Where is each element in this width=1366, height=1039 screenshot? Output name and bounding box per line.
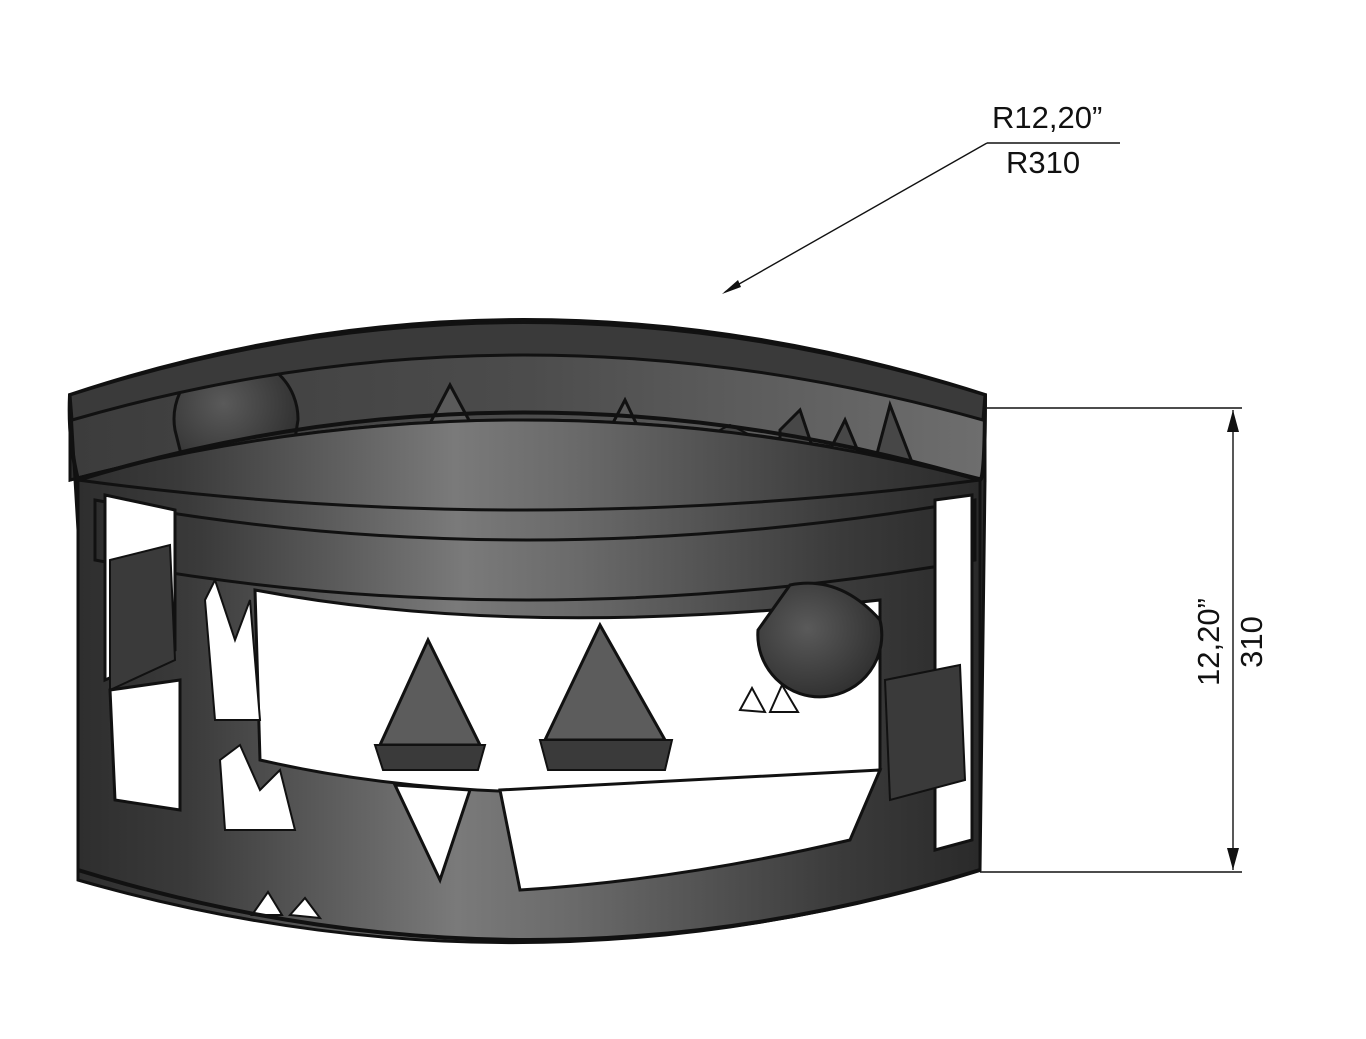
wave-cutout-2 bbox=[498, 768, 883, 892]
radius-arrowhead bbox=[722, 280, 741, 294]
sailboat-front-2-hull bbox=[538, 739, 674, 771]
radius-metric-label: R310 bbox=[1006, 145, 1080, 180]
ring-top-rim bbox=[67, 318, 988, 483]
left-trees-cutout-lower bbox=[218, 743, 297, 831]
height-dimension: 12,20” 310 bbox=[980, 407, 1269, 873]
ring-top-band bbox=[68, 321, 987, 422]
sailboat-front-1-hull bbox=[373, 744, 487, 771]
height-arrow-top bbox=[1227, 410, 1239, 432]
fire-ring bbox=[67, 318, 988, 945]
left-side-openings bbox=[103, 493, 297, 831]
rock-cutout-2 bbox=[768, 682, 800, 713]
left-trees-cutout bbox=[203, 577, 262, 721]
sun-front bbox=[756, 581, 884, 699]
height-arrow-bottom bbox=[1227, 848, 1239, 870]
sailboats-front bbox=[373, 621, 674, 771]
radius-leader-line bbox=[724, 142, 988, 293]
ring-bottom-edge bbox=[77, 868, 981, 942]
water-cutouts bbox=[250, 682, 883, 920]
radius-dimension: R12,20” R310 bbox=[722, 100, 1120, 294]
radius-imperial-label: R12,20” bbox=[992, 100, 1102, 135]
left-ship-silhouette bbox=[109, 543, 177, 692]
left-opening-lower bbox=[108, 678, 182, 812]
rock-cutout-1 bbox=[738, 685, 767, 714]
right-ship-silhouette bbox=[883, 663, 967, 802]
height-metric-label: 310 bbox=[1234, 616, 1269, 668]
right-side-openings bbox=[883, 493, 974, 852]
wave-cutout-1 bbox=[392, 783, 473, 885]
rock-cutout-4 bbox=[287, 896, 323, 920]
ring-upper-strip bbox=[93, 498, 977, 602]
height-imperial-label: 12,20” bbox=[1191, 598, 1226, 686]
